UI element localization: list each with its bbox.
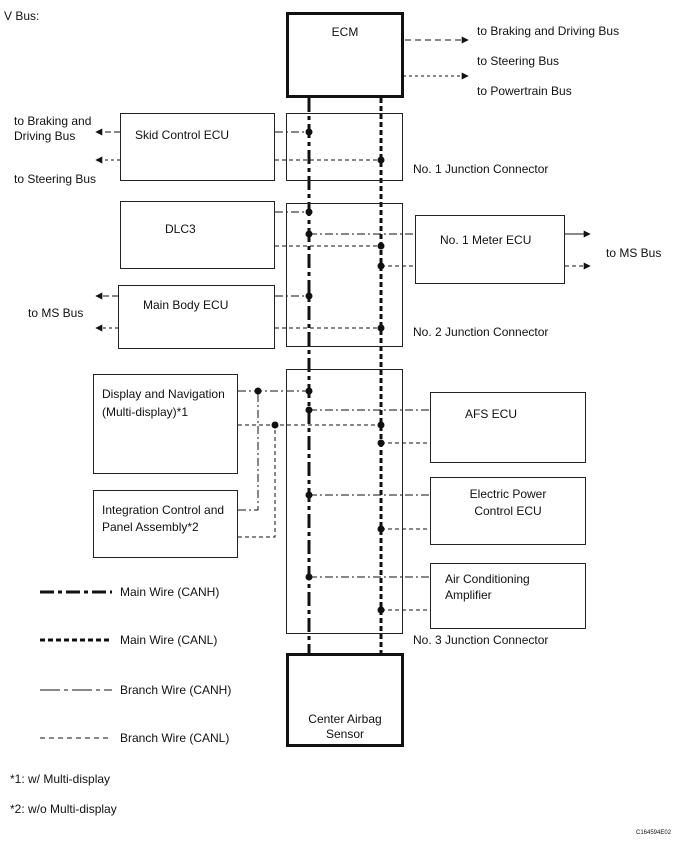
ecm-bus-steering: to Steering Bus	[477, 54, 560, 68]
legend-main-canl: Main Wire (CANL)	[120, 633, 218, 647]
eps-ecu-box: Electric Power Control ECU	[430, 477, 586, 545]
skid-control-ecu-label: Skid Control ECU	[135, 128, 230, 142]
junction-connector-2	[286, 203, 403, 347]
skid-bus-braking-1: to Braking and	[14, 114, 92, 128]
ecm-label: ECM	[331, 25, 359, 39]
figure-code: C164594E02	[636, 830, 672, 836]
center-airbag-sensor-box: Center Airbag Sensor	[286, 653, 404, 747]
eps-ecu-label-1: Electric Power	[469, 487, 547, 501]
main-body-bus-ms: to MS Bus	[28, 306, 84, 320]
ecm-box: ECM	[286, 12, 404, 98]
jc3-label: No. 3 Junction Connector	[413, 633, 549, 647]
integration-control-label-2: Panel Assembly*2	[102, 520, 199, 534]
meter-bus-ms: to MS Bus	[606, 246, 662, 260]
junction-dots	[254, 128, 385, 614]
diagram-title: V Bus:	[4, 9, 40, 23]
legend-branch-canh: Branch Wire (CANH)	[120, 683, 232, 697]
junction-connector-1	[286, 113, 403, 181]
afs-ecu-label: AFS ECU	[465, 407, 518, 421]
main-body-ecu-label: Main Body ECU	[143, 298, 229, 312]
note-2: *2: w/o Multi-display	[10, 802, 117, 816]
display-navigation-box: Display and Navigation (Multi-display)*1	[93, 374, 238, 474]
jc1-label: No. 1 Junction Connector	[413, 162, 549, 176]
note-1: *1: w/ Multi-display	[10, 772, 111, 786]
display-navigation-label-1: Display and Navigation	[102, 387, 225, 401]
airbag-label-2: Sensor	[325, 727, 365, 741]
dlc3-box: DLC3	[120, 201, 275, 269]
ecm-bus-powertrain: to Powertrain Bus	[477, 84, 572, 98]
main-body-ecu-box: Main Body ECU	[118, 285, 275, 349]
display-navigation-label-2: (Multi-display)*1	[102, 405, 189, 419]
legend-main-canh: Main Wire (CANH)	[120, 585, 220, 599]
airbag-label-1: Center Airbag	[308, 712, 382, 726]
ac-amplifier-label-1: Air Conditioning	[445, 572, 530, 586]
skid-bus-braking-2: Driving Bus	[14, 129, 76, 143]
ac-amplifier-label-2: Amplifier	[445, 588, 492, 602]
meter-ecu-box: No. 1 Meter ECU	[415, 215, 565, 284]
ecm-bus-braking: to Braking and Driving Bus	[477, 24, 620, 38]
integration-control-box: Integration Control and Panel Assembly*2	[93, 490, 238, 558]
jc2-label: No. 2 Junction Connector	[413, 325, 549, 339]
dlc3-label: DLC3	[165, 222, 196, 236]
skid-bus-steering: to Steering Bus	[14, 172, 97, 186]
junction-connector-3	[286, 369, 403, 634]
eps-ecu-label-2: Control ECU	[474, 504, 542, 518]
meter-ecu-label: No. 1 Meter ECU	[440, 233, 532, 247]
ac-amplifier-box: Air Conditioning Amplifier	[430, 563, 586, 629]
integration-control-label-1: Integration Control and	[102, 503, 225, 517]
skid-control-ecu-box: Skid Control ECU	[120, 113, 275, 181]
afs-ecu-box: AFS ECU	[430, 392, 586, 463]
legend-branch-canl: Branch Wire (CANL)	[120, 731, 230, 745]
